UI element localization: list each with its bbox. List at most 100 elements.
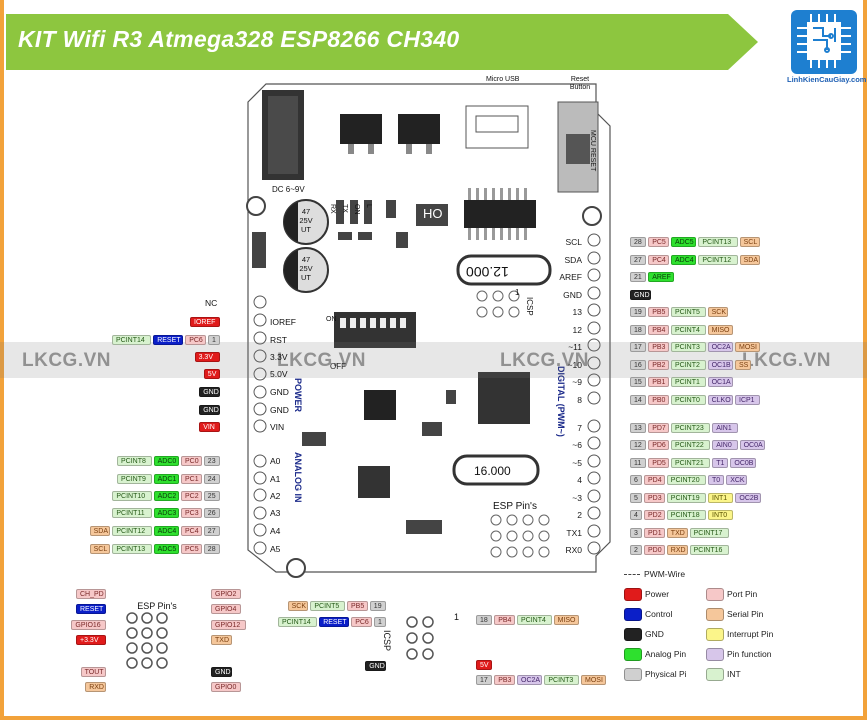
esp-left-tag: +3.3V — [76, 635, 106, 645]
logo-caption: LinhKienCauGiay.com — [787, 75, 867, 84]
digital-pin-tag: SCK — [707, 307, 729, 317]
digital-pin-tag: T0 — [708, 475, 725, 485]
icsp-block-title: ICSP — [382, 630, 392, 652]
left-header-tag: PC6 — [185, 335, 206, 345]
title-banner — [6, 14, 758, 70]
icsp-right-tag: OC2A — [517, 675, 543, 685]
digital-pin-tag: PCINT17 — [689, 528, 729, 538]
on2-label: ON — [353, 204, 360, 215]
digital-pin-label: AREF — [559, 272, 582, 282]
digital-pin-tag: PC4 — [648, 255, 669, 265]
left-header-pin-label: VIN — [270, 422, 285, 432]
icsp-left-tag: PCINT5 — [310, 601, 345, 611]
watermark-text-4: LKCG.VN — [742, 350, 831, 371]
digital-pin-tag: PC5 — [648, 237, 669, 247]
left-header-tag: IOREF — [190, 317, 220, 327]
digital-pin-tag: PCINT20 — [666, 475, 706, 485]
analog-pin-tag: ADC0 — [153, 456, 179, 466]
icsp-right-tag: 17 — [476, 675, 493, 685]
digital-pin-tag: PCINT2 — [671, 360, 706, 370]
digital-pin-tag: PCINT18 — [666, 510, 706, 520]
digital-pin-tag: PCINT19 — [666, 493, 706, 503]
analog-pin-tag: PC1 — [181, 474, 202, 484]
off-label: OFF — [330, 362, 346, 371]
digital-pin-label: 12 — [572, 325, 582, 335]
digital-pin-label: 8 — [577, 395, 582, 405]
legend-swatch — [706, 608, 724, 621]
l-label: L — [365, 204, 372, 208]
digital-pin-tag: 15 — [630, 377, 647, 387]
legend-swatch — [624, 668, 642, 681]
digital-pin-tag: OC1B — [707, 360, 733, 370]
left-header-pin-label: RST — [270, 335, 287, 345]
analog-pin-tag: PCINT11 — [112, 508, 152, 518]
digital-pin-label: ~3 — [572, 493, 582, 503]
esp-right-tag: GPIO2 — [211, 589, 241, 599]
tx-label: TX — [341, 204, 348, 213]
legend-label: Serial Pin — [727, 609, 764, 619]
digital-pin-tag: ICP1 — [735, 395, 761, 405]
legend-label: Port Pin — [727, 589, 758, 599]
left-header-tag: GND — [199, 405, 220, 415]
esp-header-diagram — [126, 612, 168, 669]
icsp-board-label: ICSP — [525, 297, 534, 316]
legend-pwm-label: PWM-Wire — [644, 569, 686, 579]
icsp-left-tag: SCK — [287, 601, 309, 611]
digital-pin-label: TX1 — [566, 528, 582, 538]
arduino-board — [246, 72, 614, 584]
icsp-block-pin1: 1 — [454, 612, 460, 622]
left-header-pin-label: 5.0V — [270, 369, 288, 379]
digital-pin-tag: ADC4 — [671, 255, 697, 265]
esp-left-tag: RESET — [76, 604, 106, 614]
digital-pin-tag: PCINT0 — [671, 395, 706, 405]
analog-pin-tag: ADC5 — [153, 544, 179, 554]
digital-pin-tag: PD3 — [644, 493, 665, 503]
digital-pin-label: 7 — [577, 423, 582, 433]
analog-pin-tag: PCINT13 — [112, 544, 152, 554]
legend-label: Interrupt Pin — [727, 629, 774, 639]
board-drawing — [246, 83, 611, 578]
esp-right-tag: GPIO0 — [211, 682, 241, 692]
digital-pin-tag: AREF — [648, 272, 674, 282]
digital-pin-tag: INT0 — [708, 510, 734, 520]
legend-swatch — [706, 648, 724, 661]
mcu-reset-label: MCU RESET — [589, 130, 596, 172]
digital-pin-tag: 11 — [630, 458, 647, 468]
legend-label: INT — [727, 669, 741, 679]
analog-pin-tag: PC4 — [181, 526, 202, 536]
analog-pin-tag: 25 — [203, 491, 220, 501]
analog-pin-tag: 28 — [203, 544, 220, 554]
digital-pin-label: ~10 — [567, 360, 582, 370]
digital-pin-tag: PCINT16 — [689, 545, 729, 555]
crystal-16-label: 16.000 — [474, 464, 511, 478]
esp-block-title: ESP Pin's — [137, 601, 177, 611]
icsp-right-tag: MOSI — [581, 675, 607, 685]
digital-pin-tag: TXD — [666, 528, 688, 538]
digital-pin-tag: PCINT23 — [671, 423, 711, 433]
esp-right-tag: GPIO4 — [211, 604, 241, 614]
icsp-right-tag: 18 — [476, 615, 493, 625]
digital-pin-tag: 14 — [630, 395, 647, 405]
legend-swatch — [706, 628, 724, 641]
legend-swatch — [624, 628, 642, 641]
digital-pin-tag: PD1 — [644, 528, 665, 538]
legend-swatch — [624, 648, 642, 661]
legend-swatch — [706, 668, 724, 681]
legend-label: Power — [645, 589, 670, 599]
analog-pin-tag: PCINT9 — [117, 474, 152, 484]
linhkiencaugiay-logo — [791, 10, 857, 74]
digital-pin-tag: 6 — [630, 475, 642, 485]
analog-pin-tag: ADC1 — [153, 474, 179, 484]
left-header-pin-label: GND — [270, 405, 289, 415]
digital-pin-tag: GND — [630, 290, 651, 300]
digital-pin-tag: 3 — [630, 528, 642, 538]
ho-label: HO — [423, 206, 443, 221]
digital-pin-tag: MOSI — [735, 342, 761, 352]
on-label: ON — [326, 316, 337, 323]
analog-pin-label: A0 — [270, 456, 281, 466]
digital-pin-tag: OC2A — [707, 342, 733, 352]
analog-pin-tag: PC5 — [181, 544, 202, 554]
power-label: POWER — [293, 378, 303, 413]
digital-pin-tag: PCINT4 — [671, 325, 706, 335]
digital-pin-tag: PCINT21 — [671, 458, 711, 468]
